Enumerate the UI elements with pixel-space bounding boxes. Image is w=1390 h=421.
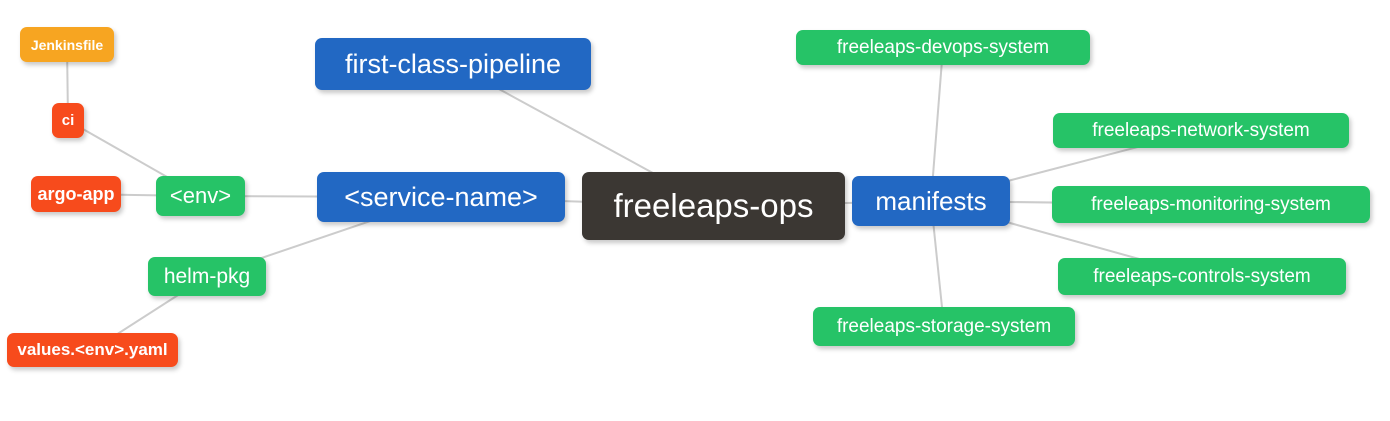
node-env[interactable]: <env> bbox=[156, 176, 245, 216]
node-first-class-pipeline[interactable]: first-class-pipeline bbox=[315, 38, 591, 90]
node-jenkinsfile[interactable]: Jenkinsfile bbox=[20, 27, 114, 62]
node-freeleaps-controls-system[interactable]: freeleaps-controls-system bbox=[1058, 258, 1346, 295]
node-freeleaps-monitoring-system[interactable]: freeleaps-monitoring-system bbox=[1052, 186, 1370, 223]
node-manifests[interactable]: manifests bbox=[852, 176, 1010, 226]
node-freeleaps-devops-system[interactable]: freeleaps-devops-system bbox=[796, 30, 1090, 65]
node-helm-pkg[interactable]: helm-pkg bbox=[148, 257, 266, 296]
node-values-env-yaml[interactable]: values.<env>.yaml bbox=[7, 333, 178, 367]
node-freeleaps-network-system[interactable]: freeleaps-network-system bbox=[1053, 113, 1349, 148]
node-service-name[interactable]: <service-name> bbox=[317, 172, 565, 222]
node-freeleaps-storage-system[interactable]: freeleaps-storage-system bbox=[813, 307, 1075, 346]
node-freeleaps-ops[interactable]: freeleaps-ops bbox=[582, 172, 845, 240]
node-ci[interactable]: ci bbox=[52, 103, 84, 138]
node-argo-app[interactable]: argo-app bbox=[31, 176, 121, 212]
